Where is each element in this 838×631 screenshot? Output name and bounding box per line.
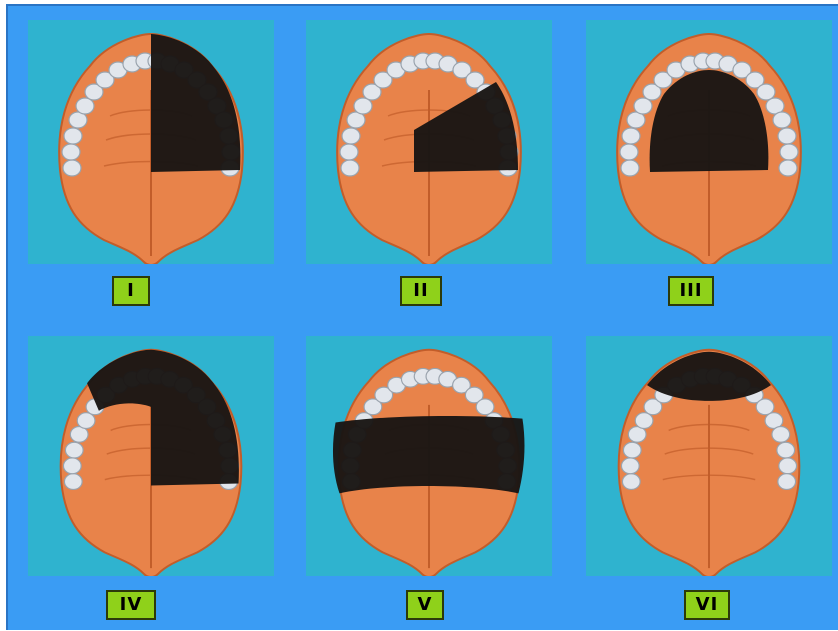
tooth — [63, 458, 81, 474]
tooth — [340, 144, 358, 160]
tooth — [354, 98, 372, 114]
tooth — [622, 128, 640, 144]
panel-class-4 — [28, 336, 274, 576]
palate-illustration-class-5 — [306, 336, 552, 576]
tooth — [780, 144, 798, 160]
tooth — [623, 442, 641, 458]
panel-class-1 — [28, 20, 274, 264]
resection-area — [647, 352, 771, 401]
tooth — [779, 458, 797, 474]
tooth — [76, 98, 94, 114]
tooth — [64, 128, 82, 144]
diagram-canvas: I II III IV V VI — [6, 4, 838, 630]
tooth — [778, 128, 796, 144]
tooth — [778, 474, 796, 490]
class-label-iii: III — [668, 276, 714, 306]
panel-class-3 — [586, 20, 832, 264]
tooth — [622, 474, 640, 490]
tooth — [757, 84, 775, 100]
class-label-iv: IV — [106, 590, 156, 620]
palate-illustration-class-1 — [28, 20, 274, 264]
tooth — [620, 144, 638, 160]
class-label-vi: VI — [684, 590, 730, 620]
tooth — [63, 160, 81, 176]
tooth — [621, 160, 639, 176]
tooth — [62, 144, 80, 160]
panel-class-5 — [306, 336, 552, 576]
class-label-i: I — [112, 276, 150, 306]
tooth — [77, 413, 95, 429]
tooth — [621, 458, 639, 474]
tooth — [777, 442, 795, 458]
tooth — [772, 426, 790, 442]
resection-area — [151, 34, 240, 172]
panel-class-2 — [306, 20, 552, 264]
palate-illustration-class-6 — [586, 336, 832, 576]
tooth — [779, 160, 797, 176]
palate-illustration-class-3 — [586, 20, 832, 264]
tooth — [756, 399, 774, 415]
class-label-ii: II — [400, 276, 442, 306]
tooth — [773, 112, 791, 128]
tooth — [476, 399, 494, 415]
tooth — [65, 442, 83, 458]
resection-area — [333, 416, 525, 493]
panel-class-6 — [586, 336, 832, 576]
palate-illustration-class-2 — [306, 20, 552, 264]
class-label-v: V — [406, 590, 444, 620]
tooth — [341, 160, 359, 176]
tooth — [64, 474, 82, 490]
palate-illustration-class-4 — [28, 336, 274, 576]
tooth — [634, 98, 652, 114]
tooth — [342, 128, 360, 144]
tooth — [635, 413, 653, 429]
